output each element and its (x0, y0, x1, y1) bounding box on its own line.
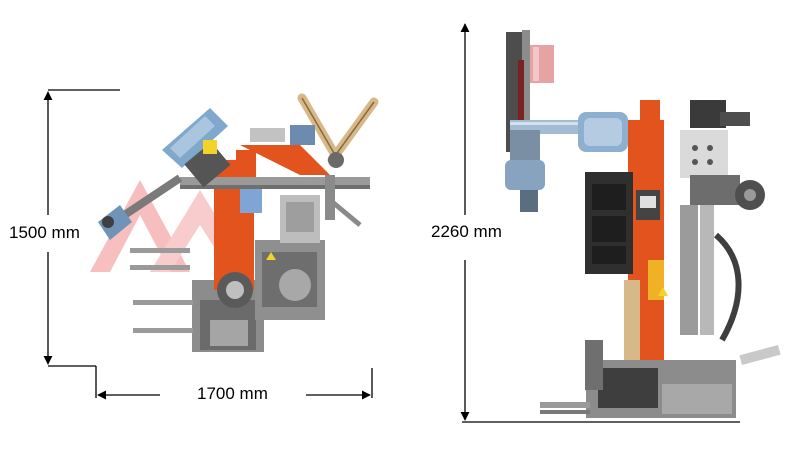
blue-tool-head (162, 108, 231, 188)
left-tool-arm (98, 174, 183, 240)
center-post (624, 280, 640, 360)
tan-bead-arms (297, 93, 379, 168)
blue-tab (240, 185, 262, 213)
top-view-width-label: 1700 mm (193, 384, 272, 404)
horizontal-arm (180, 177, 370, 185)
tire-changer-side-view (505, 30, 781, 418)
right-mechanism (680, 175, 765, 342)
tire-changer-top-view (90, 93, 379, 352)
side-tool-head (505, 130, 545, 212)
side-view-height-label: 2260 mm (431, 222, 502, 242)
warning-icon (266, 252, 276, 260)
side-warning-icon (658, 287, 668, 296)
base-rail (133, 300, 193, 305)
control-box (680, 130, 728, 178)
top-view-height-label: 1500 mm (9, 223, 80, 243)
dimension-lines (43, 23, 740, 423)
